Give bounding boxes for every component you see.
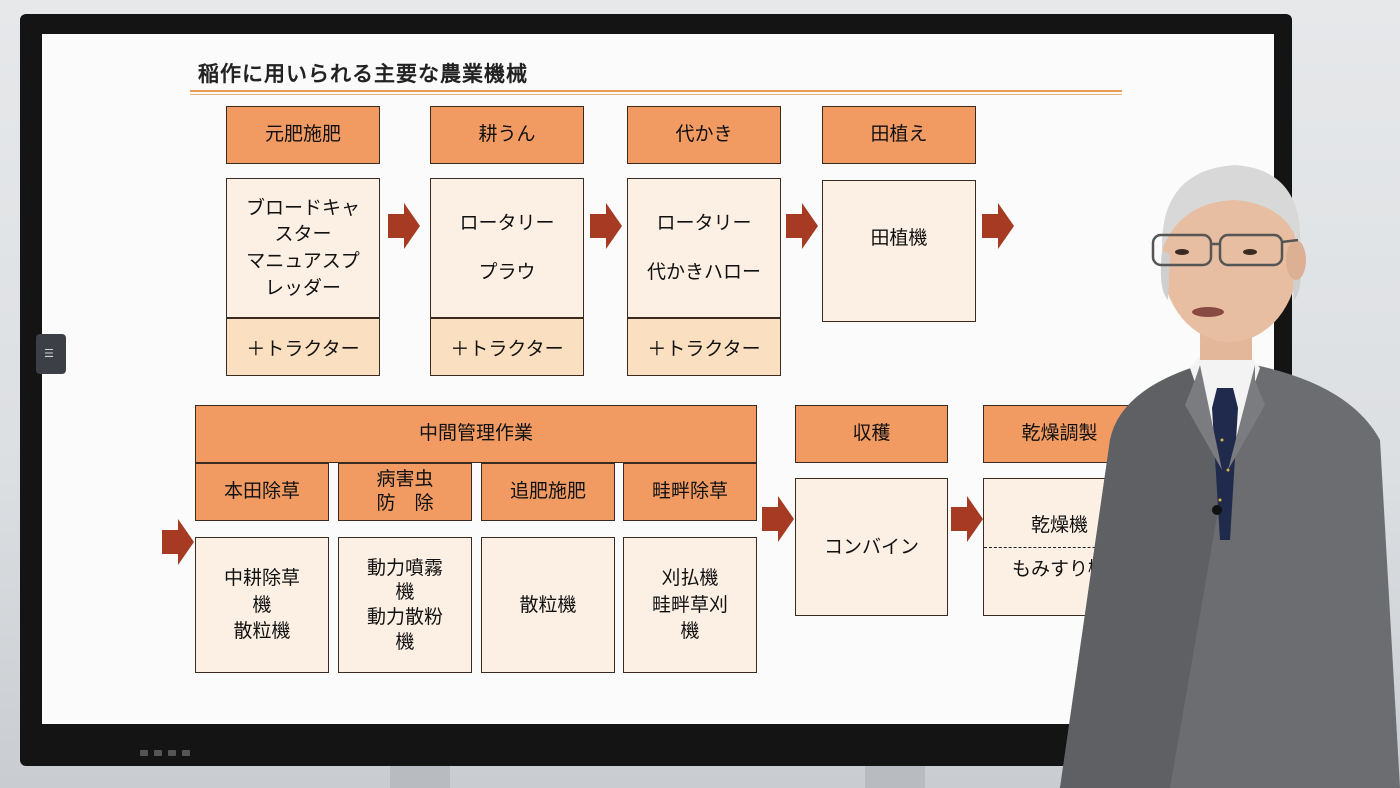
machine-label: ブロードキャ <box>245 196 360 219</box>
machine-label: コンバイン <box>823 535 919 558</box>
mid-item-body: 刈払機 畦畔草刈 機 <box>623 537 757 673</box>
step-body-transplanting: 田植機 <box>822 180 976 322</box>
machine-label: 機 <box>252 593 272 616</box>
flow-arrow-icon <box>786 203 818 249</box>
bezel-ports <box>140 748 200 758</box>
step-body-tillage: ロータリー プラウ <box>430 178 584 318</box>
machine-label: もみすり機 <box>1011 557 1107 580</box>
step-body-puddling: ロータリー 代かきハロー <box>627 178 781 318</box>
monitor-stand-left <box>390 766 450 788</box>
machine-label: 機 <box>395 630 415 653</box>
machine-label: レッダー <box>264 276 341 299</box>
machine-label: 刈払機 <box>661 567 719 590</box>
monitor-stand-right <box>865 766 925 788</box>
mid-item-header: 本田除草 <box>195 463 329 521</box>
presenter-person <box>1060 165 1400 788</box>
machine-label: プラウ <box>478 261 536 283</box>
title-underline <box>190 90 1122 96</box>
mid-item-header: 追肥施肥 <box>481 463 615 521</box>
dashed-divider <box>984 546 1135 548</box>
machine-label: 動力噴霧 <box>366 556 443 579</box>
mid-item-body: 散粒機 <box>481 537 615 673</box>
tractor-label: ＋トラクター <box>226 318 380 376</box>
machine-label: 田植機 <box>870 227 928 249</box>
machine-label: マニュアスプ <box>246 250 360 272</box>
machine-label: 動力散粉 <box>366 606 443 628</box>
machine-label: スター <box>274 223 332 246</box>
flow-arrow-icon <box>162 519 194 565</box>
flow-arrow-icon <box>762 496 794 542</box>
machine-label: ロータリー <box>459 212 555 235</box>
machine-label: 散粒機 <box>233 620 291 643</box>
step-body-harvest: コンバイン <box>795 478 948 616</box>
mid-item-body: 動力噴霧 機 動力散粉 機 <box>338 537 472 673</box>
step-body-basal-fertilization: ブロードキャ スター マニュアスプ レッダー <box>226 178 380 318</box>
machine-label: ロータリー <box>656 212 752 235</box>
flow-arrow-icon <box>388 203 420 249</box>
step-header-harvest: 収穫 <box>795 405 948 463</box>
flow-arrow-icon <box>951 496 983 542</box>
machine-label: 機 <box>395 581 415 604</box>
step-header-transplanting: 田植え <box>822 106 976 164</box>
machine-label: 代かきハロー <box>646 261 761 283</box>
step-header-basal-fertilization: 元肥施肥 <box>226 106 380 164</box>
mid-management-header: 中間管理作業 <box>195 405 757 463</box>
machine-label: 中耕除草 <box>223 567 300 590</box>
step-header-puddling: 代かき <box>627 106 781 164</box>
side-menu-tab[interactable]: ☰ <box>36 334 66 374</box>
slide-title: 稲作に用いられる主要な農業機械 <box>198 62 528 86</box>
mid-item-header: 病害虫防 除 <box>338 463 472 521</box>
machine-label: 機 <box>680 620 700 643</box>
machine-label: 散粒機 <box>519 593 577 616</box>
menu-icon: ☰ <box>44 347 54 360</box>
flow-arrow-icon <box>590 203 622 249</box>
mid-item-header: 畦畔除草 <box>623 463 757 521</box>
tractor-label: ＋トラクター <box>627 318 781 376</box>
step-header-tillage: 耕うん <box>430 106 584 164</box>
machine-label: 乾燥機 <box>1030 513 1088 536</box>
tractor-label: ＋トラクター <box>430 318 584 376</box>
flow-arrow-icon <box>982 203 1014 249</box>
machine-label: 畦畔草刈 <box>651 593 728 616</box>
mid-item-body: 中耕除草 機 散粒機 <box>195 537 329 673</box>
